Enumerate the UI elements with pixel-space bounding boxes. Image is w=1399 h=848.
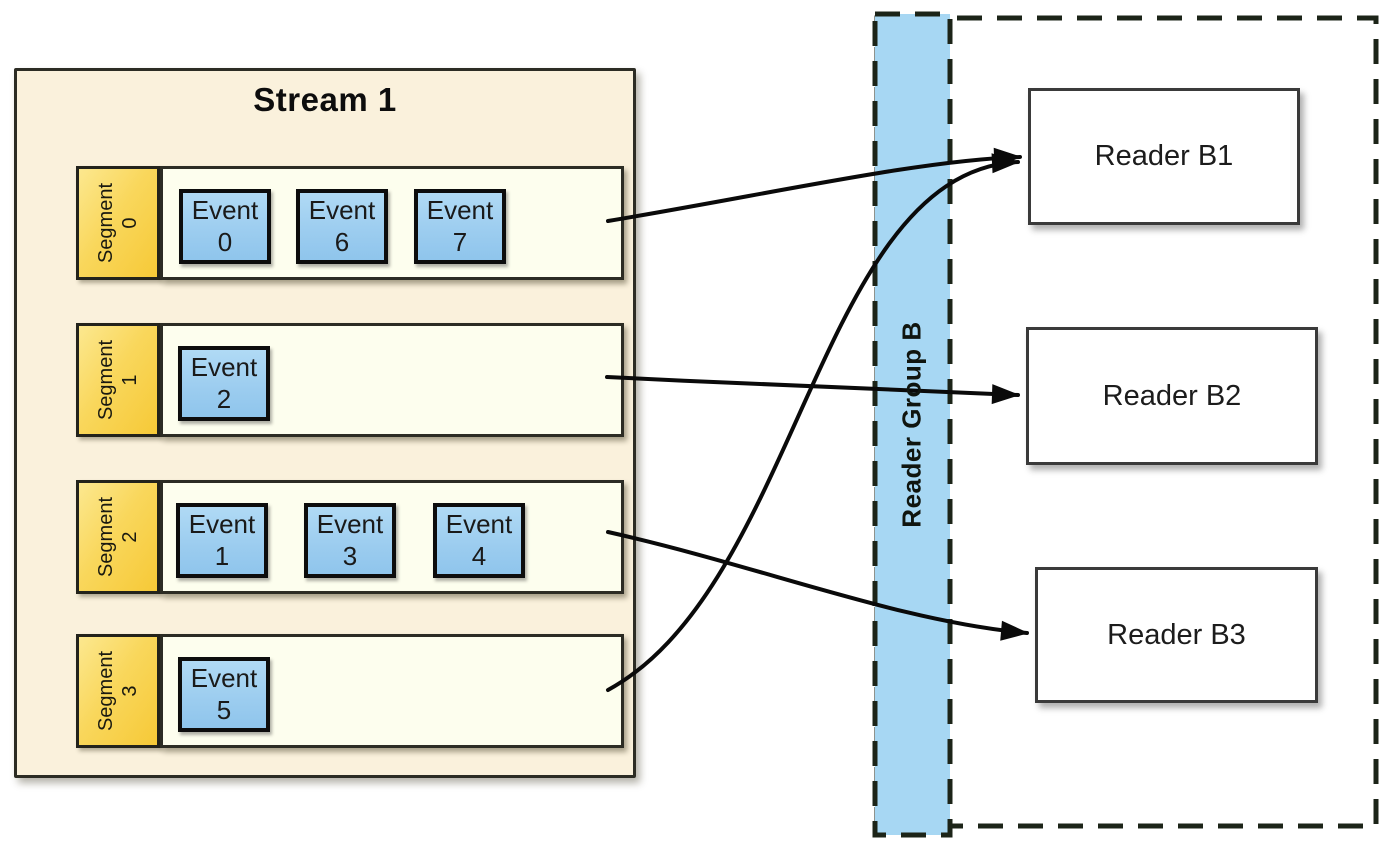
event-number: 6: [334, 226, 350, 257]
reader-group-band: [872, 11, 953, 838]
event-word: Event: [445, 509, 513, 540]
event-number: 3: [342, 540, 358, 571]
reader-box: Reader B1: [1028, 88, 1300, 225]
event-word: Event: [316, 509, 384, 540]
event-number: 7: [452, 226, 468, 257]
event-word: Event: [190, 352, 258, 383]
segment-name: Segment: [95, 650, 117, 732]
stream-title: Stream 1: [253, 81, 397, 118]
event-word: Event: [426, 195, 494, 226]
reader-label: Reader B1: [1094, 140, 1234, 172]
segment-name: Segment: [95, 182, 117, 264]
event-word: Event: [188, 509, 256, 540]
segment-number: 2: [119, 531, 141, 543]
event-word: Event: [191, 195, 259, 226]
event-word: Event: [190, 663, 258, 694]
event-number: 2: [216, 383, 232, 414]
reader-group-label: Reader Group B: [897, 321, 927, 528]
reader-group-label-wrap: Reader Group B: [873, 11, 952, 838]
connection-arrow: [606, 147, 1022, 223]
reader-label: Reader B3: [1107, 618, 1246, 651]
segment-number: 0: [119, 217, 141, 229]
segment-name: Segment: [95, 339, 117, 421]
connection-arrow: [606, 530, 1029, 641]
connection-arrow: [605, 375, 1020, 405]
event-word: Event: [308, 195, 376, 226]
event-number: 1: [214, 540, 230, 571]
event-number: 0: [217, 226, 233, 257]
reader-box: Reader B2: [1026, 327, 1318, 465]
segment-name: Segment: [95, 496, 117, 578]
reader-box: Reader B3: [1035, 567, 1318, 703]
event-number: 5: [216, 694, 232, 725]
connection-arrow: [606, 153, 1020, 692]
segment-number: 1: [119, 374, 141, 386]
segment-number: 3: [119, 685, 141, 697]
event-number: 4: [471, 540, 487, 571]
reader-label: Reader B2: [1102, 379, 1242, 412]
